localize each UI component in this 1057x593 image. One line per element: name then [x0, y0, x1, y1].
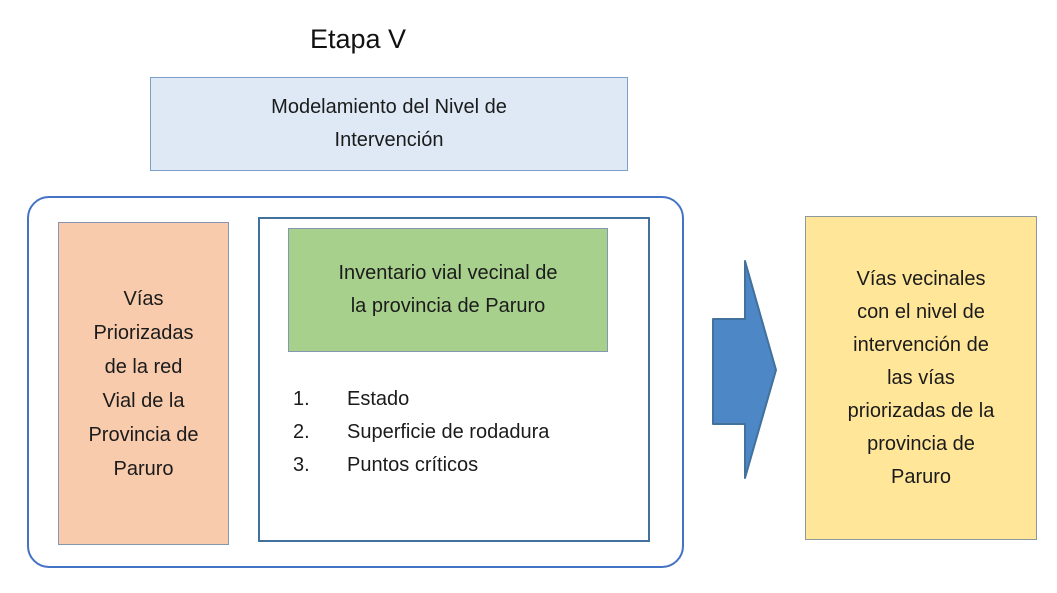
- output-box-line-7: Paruro: [890, 465, 952, 488]
- list-item-text: Puntos críticos: [347, 454, 479, 476]
- output-box-line-6: provincia de: [867, 432, 975, 455]
- inventory-title-line-2: la provincia de Paruro: [350, 295, 546, 317]
- list-item: 1. Estado: [293, 383, 633, 416]
- output-box: Vías vecinales con el nivel de intervenc…: [805, 216, 1037, 540]
- left-box-line-4: Vial de la: [102, 389, 185, 412]
- output-box-line-2: con el nivel de: [857, 300, 985, 323]
- arrow-right-shape: [712, 260, 777, 479]
- left-box-line-2: Priorizadas: [93, 321, 194, 344]
- stage-box: Modelamiento del Nivel de Intervención: [150, 77, 628, 171]
- left-box-line-6: Paruro: [113, 457, 174, 480]
- list-item-number: 3.: [293, 454, 310, 476]
- inventory-title-line-1: Inventario vial vecinal de: [338, 262, 558, 284]
- output-box-line-1: Vías vecinales: [856, 267, 986, 290]
- prioritized-roads-box: Vías Priorizadas de la red Vial de la Pr…: [58, 222, 229, 545]
- output-box-line-3: intervención de: [853, 333, 989, 356]
- list-item: 2. Superficie de rodadura: [293, 416, 633, 449]
- output-box-line-5: priorizadas de la: [847, 399, 995, 422]
- arrow-right-icon: [712, 260, 777, 479]
- output-box-line-4: las vías: [887, 366, 955, 389]
- left-box-line-3: de la red: [104, 355, 183, 378]
- stage-box-line-1: Modelamiento del Nivel de: [271, 96, 507, 118]
- slide-title: Etapa V: [309, 24, 407, 54]
- list-item-number: 2.: [293, 421, 310, 443]
- list-item: 3. Puntos críticos: [293, 449, 633, 482]
- left-box-line-1: Vías: [123, 287, 164, 310]
- list-item-text: Superficie de rodadura: [347, 421, 550, 443]
- list-item-number: 1.: [293, 388, 310, 410]
- inventory-list: 1. Estado 2. Superficie de rodadura 3. P…: [293, 383, 633, 482]
- left-box-line-5: Provincia de: [88, 423, 199, 446]
- inventory-title-box: Inventario vial vecinal de la provincia …: [288, 228, 608, 352]
- stage-box-line-2: Intervención: [334, 129, 444, 151]
- list-item-text: Estado: [347, 388, 410, 410]
